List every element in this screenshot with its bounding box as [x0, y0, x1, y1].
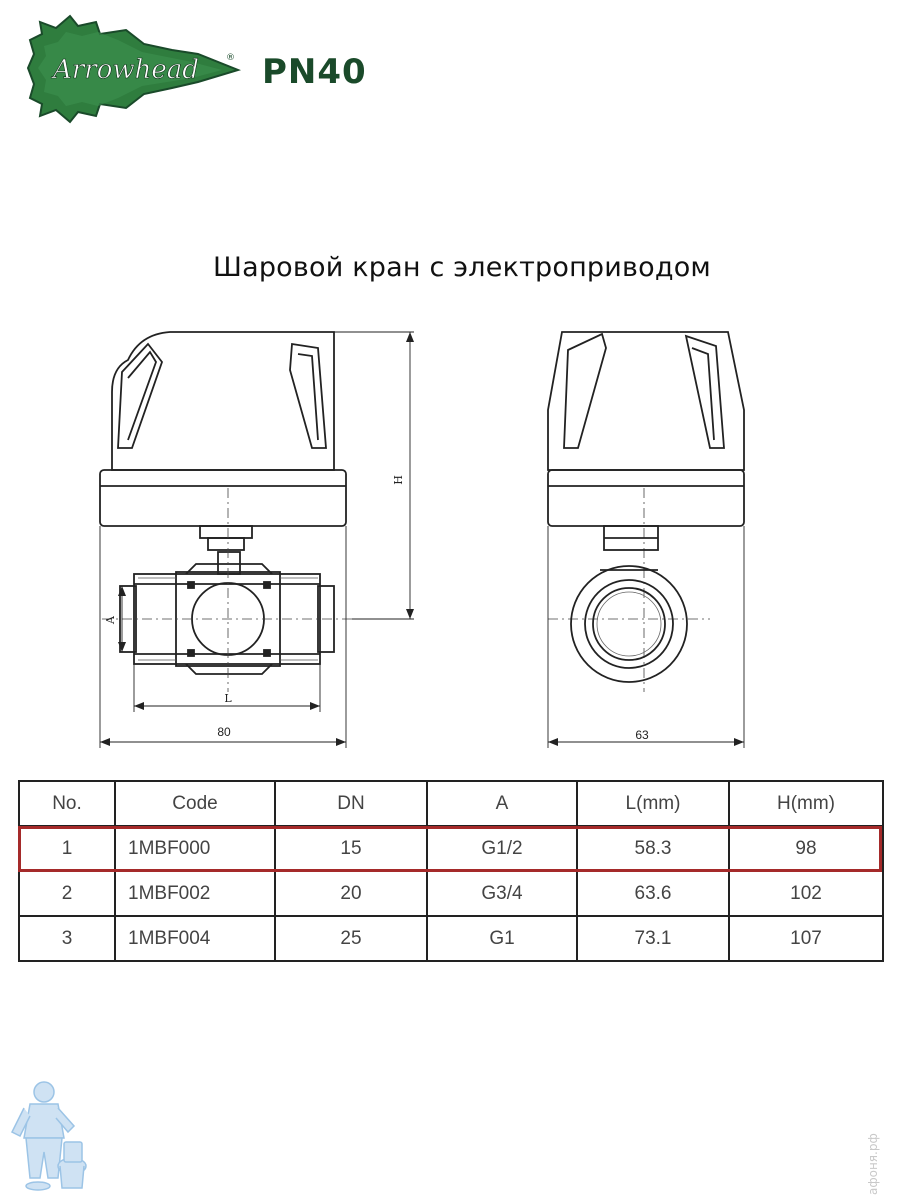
header-a: A — [426, 780, 578, 827]
header-dn: DN — [274, 780, 428, 827]
pressure-class-label: PN40 — [262, 52, 367, 92]
cell-dn: 25 — [274, 915, 428, 962]
cell-code: 1MBF002 — [114, 870, 276, 917]
cell-dn: 15 — [274, 825, 428, 872]
cell-l: 73.1 — [576, 915, 730, 962]
cell-a: G3/4 — [426, 870, 578, 917]
cell-h: 102 — [728, 870, 884, 917]
table-header-row: No. Code DN A L(mm) H(mm) — [18, 780, 884, 827]
dim-side-width-label: 63 — [635, 728, 649, 742]
dim-h-label: H — [392, 475, 405, 485]
arrowhead-logo: Arrowhead ® — [26, 14, 242, 124]
cell-a: G1/2 — [426, 825, 578, 872]
cell-l: 63.6 — [576, 870, 730, 917]
plumber-mascot-icon — [10, 1081, 87, 1191]
table-row: 2 1MBF002 20 G3/4 63.6 102 — [18, 870, 884, 917]
watermark-text: афоня.рф — [866, 1133, 880, 1195]
header-l: L(mm) — [576, 780, 730, 827]
dim-l-label: L — [224, 692, 232, 705]
dim-a-label: A — [104, 615, 117, 625]
table-row: 3 1MBF004 25 G1 73.1 107 — [18, 915, 884, 962]
cell-no: 2 — [18, 870, 116, 917]
svg-text:Arrowhead: Arrowhead — [51, 55, 199, 85]
cell-h: 107 — [728, 915, 884, 962]
cell-no: 3 — [18, 915, 116, 962]
header-no: No. — [18, 780, 116, 827]
valve-technical-drawing: H A L 80 63 — [99, 331, 745, 748]
cell-l: 58.3 — [576, 825, 730, 872]
header-code: Code — [114, 780, 276, 827]
header-h: H(mm) — [728, 780, 884, 827]
cell-a: G1 — [426, 915, 578, 962]
cell-code: 1MBF000 — [114, 825, 276, 872]
cell-no: 1 — [18, 825, 116, 872]
svg-text:®: ® — [226, 53, 235, 63]
cell-code: 1MBF004 — [114, 915, 276, 962]
dim-front-width-label: 80 — [217, 725, 231, 739]
side-actuator-housing — [547, 331, 745, 551]
cell-h: 98 — [728, 825, 884, 872]
front-actuator-housing — [99, 331, 347, 551]
spec-table: No. Code DN A L(mm) H(mm) 1 1MBF000 15 G… — [18, 780, 884, 962]
front-valve-body — [119, 551, 335, 675]
side-valve-body — [570, 565, 688, 683]
page-title: Шаровой кран с электроприводом — [213, 252, 711, 283]
cell-dn: 20 — [274, 870, 428, 917]
table-row: 1 1MBF000 15 G1/2 58.3 98 — [18, 825, 884, 872]
